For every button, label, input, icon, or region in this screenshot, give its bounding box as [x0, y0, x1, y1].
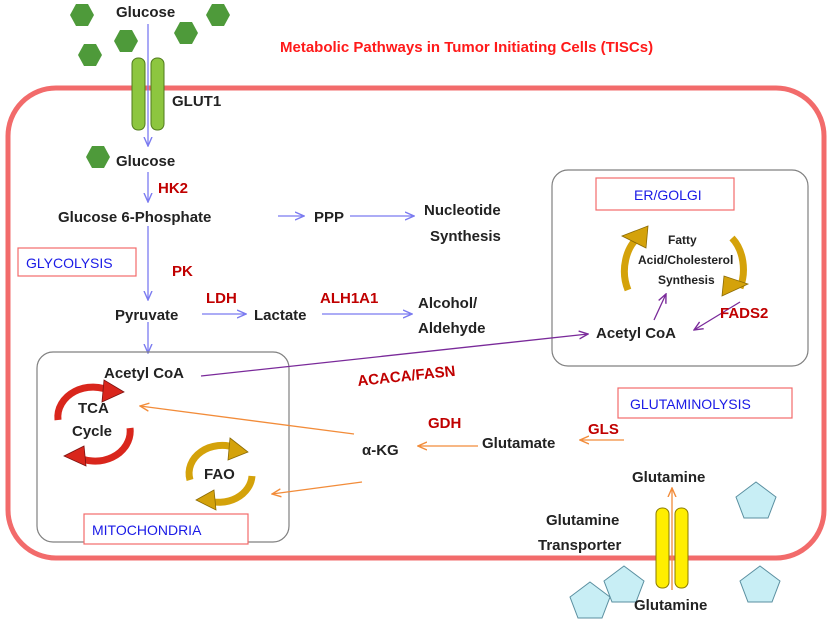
pk-enzyme: PK [172, 263, 193, 280]
fatty-acid-label-3: Synthesis [658, 273, 715, 287]
fatty-acid-arrowhead-icon [721, 275, 750, 297]
glucose-6-phosphate-label: Glucose 6-Phosphate [58, 209, 211, 226]
glutamine-pentagon-icon [603, 565, 645, 603]
tca-label-1: TCA [78, 400, 109, 417]
glucose-hexagon-icon [174, 22, 198, 44]
lipid-arrows [200, 294, 741, 377]
alpha-kg-label: α-KG [362, 442, 399, 459]
er-golgi-box [551, 169, 809, 367]
glucose-hexagon-icon [86, 146, 110, 168]
fatty-acid-label-2: Acid/Cholesterol [638, 253, 733, 267]
glycolysis-box [17, 247, 137, 277]
transporter-label-1: Glutamine [546, 512, 619, 529]
fatty-acid-label-1: Fatty [668, 233, 697, 247]
mitochondria-tag-box [83, 513, 249, 545]
glutamine-pentagon-icon [735, 481, 777, 519]
fao-arrowhead-icon [227, 437, 249, 461]
glucose-inside-label: Glucose [116, 153, 175, 170]
hk2-enzyme: HK2 [158, 180, 188, 197]
lactate-label: Lactate [254, 307, 307, 324]
fao-label: FAO [204, 466, 235, 483]
pyruvate-label: Pyruvate [115, 307, 178, 324]
glycolysis-arrows [148, 24, 414, 353]
acaca-fasn-enzyme: ACACA/FASN [357, 363, 457, 390]
fads2-enzyme: FADS2 [720, 305, 768, 322]
glutamate-label: Glutamate [482, 435, 555, 452]
er-golgi-label: ER/GOLGI [634, 187, 702, 203]
acetyl-coa-mito-label: Acetyl CoA [104, 365, 184, 382]
glucose-hexagon-icon [114, 30, 138, 52]
glutamine-arrows [140, 406, 672, 590]
diagram-title: Metabolic Pathways in Tumor Initiating C… [280, 39, 653, 56]
er-golgi-tag-box [595, 177, 735, 211]
glutamine-pentagon-icon [569, 581, 611, 619]
tca-arrowhead-icon [101, 379, 125, 403]
alcohol-aldehyde-label-1: Alcohol/ [418, 295, 478, 312]
glutaminolysis-label: GLUTAMINOLYSIS [630, 396, 751, 412]
glucose-outside-label: Glucose [116, 4, 175, 21]
nucleotide-synthesis-label-1: Nucleotide [424, 202, 501, 219]
glut1-channel-icon [131, 57, 165, 131]
glut1-label: GLUT1 [172, 93, 221, 110]
tca-label-2: Cycle [72, 423, 112, 440]
alh1a1-enzyme: ALH1A1 [320, 290, 378, 307]
glutaminolysis-box [617, 387, 793, 419]
glutamine-outside-label: Glutamine [634, 597, 707, 614]
glutamine-molecules [569, 481, 781, 619]
glucose-hexagon-icon [78, 44, 102, 66]
glutamine-inside-label: Glutamine [632, 469, 705, 486]
cell-membrane [5, 85, 827, 561]
fatty-acid-arrowhead-icon [621, 225, 649, 249]
alcohol-aldehyde-label-2: Aldehyde [418, 320, 486, 337]
ldh-enzyme: LDH [206, 290, 237, 307]
glutamine-pentagon-icon [739, 565, 781, 603]
acetyl-coa-er-label: Acetyl CoA [596, 325, 676, 342]
glucose-hexagon-icon [70, 4, 94, 26]
glucose-molecules-outside [70, 4, 230, 66]
mitochondria-label: MITOCHONDRIA [92, 522, 202, 538]
tca-arrowhead-icon [63, 445, 87, 467]
glucose-hexagon-icon [206, 4, 230, 26]
fao-arrowhead-icon [195, 489, 217, 511]
ppp-label: PPP [314, 209, 344, 226]
transporter-label-2: Transporter [538, 537, 622, 554]
glycolysis-label: GLYCOLYSIS [26, 255, 113, 271]
glutamine-transporter-icon [655, 507, 689, 589]
gls-enzyme: GLS [588, 421, 619, 438]
nucleotide-synthesis-label-2: Synthesis [430, 228, 501, 245]
gdh-enzyme: GDH [428, 415, 461, 432]
